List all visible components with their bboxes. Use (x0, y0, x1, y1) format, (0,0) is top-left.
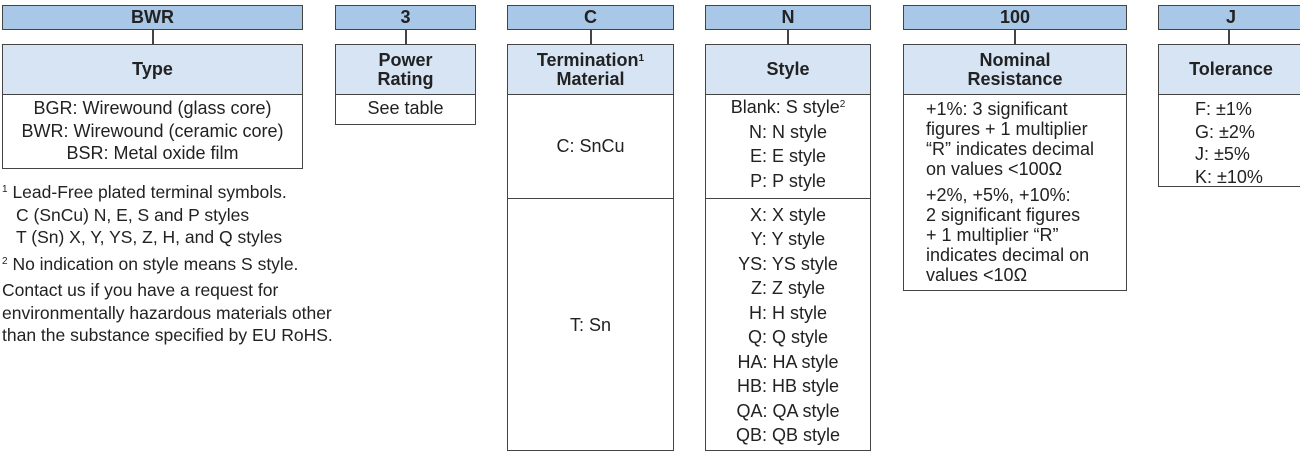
footnote-2: No indication on style means S style. (12, 253, 299, 274)
style-item: X: X style (749, 204, 827, 225)
style-item: Y: Y style (750, 229, 826, 249)
style-group-2: X: X style Y: Y style YS: YS style Z: Z … (706, 199, 870, 451)
footnote-marker: 2 (2, 255, 8, 267)
style-item: HA: HA style (737, 351, 839, 372)
tolerance-box: Tolerance F: ±1% G: ±2% J: ±5% K: ±10% (1158, 44, 1300, 187)
termination-title-1: Termination (536, 49, 639, 70)
style-item: YS: YS style (738, 253, 838, 274)
style-item: Q: Q style (747, 327, 828, 347)
resistance-code: 100 (903, 5, 1127, 30)
connector-line (405, 30, 407, 44)
style-group-1: Blank: S style2 N: N style E: E style P:… (706, 95, 870, 199)
type-item: BGR: Wirewound (glass core) (33, 98, 272, 118)
contact-note: Contact us if you have a request for env… (2, 280, 333, 345)
type-item: BWR: Wirewound (ceramic core) (21, 120, 284, 141)
footnote-1-line: T (Sn) X, Y, YS, Z, H, and Q styles (16, 227, 283, 247)
resistance-title-1: Nominal (979, 49, 1051, 70)
type-header: Type (3, 45, 302, 95)
tolerance-code: J (1158, 5, 1300, 30)
tolerance-item: K: ±10% (1195, 166, 1263, 187)
connector-line (787, 30, 789, 44)
power-value: See table (367, 98, 444, 118)
style-code: N (705, 5, 871, 30)
termination-code: C (507, 5, 674, 30)
type-code: BWR (2, 5, 303, 30)
style-item: E: E style (749, 146, 827, 166)
style-blank: Blank: S style (730, 97, 840, 117)
connector-line (590, 30, 592, 44)
style-item: Z: Z style (750, 278, 825, 298)
style-box: Style Blank: S style2 N: N style E: E st… (705, 44, 871, 451)
type-box: Type BGR: Wirewound (glass core) BWR: Wi… (2, 44, 303, 169)
style-item: QB: QB style (735, 425, 841, 445)
tolerance-item: J: ±5% (1195, 144, 1250, 164)
termination-title-2: Material (556, 68, 625, 89)
style-item: Blank: S style2 (731, 95, 846, 120)
type-item: BSR: Metal oxide film (66, 143, 239, 163)
footnote-1-line: C (SnCu) N, E, S and P styles (16, 204, 250, 225)
style-item: H: H style (748, 302, 827, 323)
connector-line (1014, 30, 1016, 44)
footnote-ref: 1 (638, 52, 645, 64)
resistance-para-2: +2%, +5%, +10%:2 significant figures+ 1 … (926, 185, 1090, 285)
connector-line (1228, 30, 1230, 44)
power-code: 3 (335, 5, 476, 30)
power-title-2: Rating (377, 68, 434, 89)
termination-row: T: Sn (569, 314, 612, 335)
style-item: HB: HB style (736, 376, 840, 396)
footnote-ref: 2 (839, 99, 846, 110)
termination-row: C: SnCu (508, 95, 673, 199)
tolerance-item: F: ±1% (1195, 99, 1252, 119)
style-item: P: P style (750, 170, 826, 191)
style-item: QA: QA style (736, 400, 840, 421)
style-header: Style (706, 45, 870, 95)
style-item: N: N style (748, 121, 827, 142)
footnotes: 1 Lead-Free plated terminal symbols. C (… (2, 181, 342, 351)
connector-line (152, 30, 154, 44)
resistance-title-2: Resistance (967, 68, 1063, 89)
power-title-1: Power (378, 49, 433, 70)
tolerance-item: G: ±2% (1195, 121, 1255, 142)
footnote-marker: 1 (2, 184, 8, 195)
footnote-1: Lead-Free plated terminal symbols. (12, 182, 287, 202)
tolerance-header: Tolerance (1159, 45, 1300, 95)
